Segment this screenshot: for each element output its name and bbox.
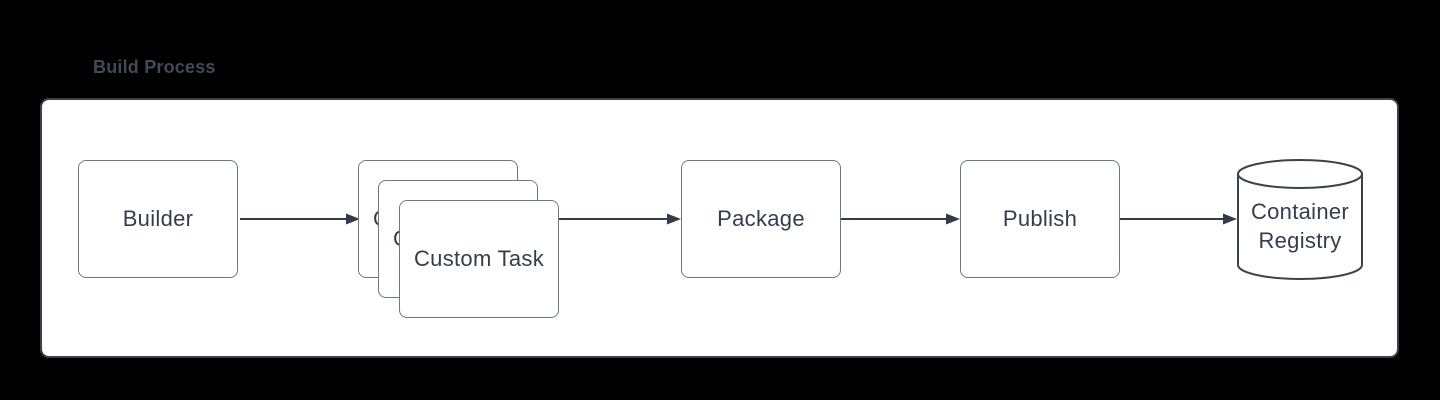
arrow-builder-to-custom-task[interactable]	[240, 213, 360, 225]
node-publish-label: Publish	[1002, 206, 1078, 231]
node-publish[interactable]: Publish	[960, 160, 1120, 278]
arrow-custom-task-to-package[interactable]	[559, 213, 681, 225]
node-package[interactable]: Package	[681, 160, 841, 278]
node-custom-task-label: Custom Task	[413, 246, 545, 271]
node-container-registry-label: Container Registry	[1250, 199, 1350, 253]
node-custom-task[interactable]: Custom Task	[399, 200, 559, 318]
node-package-label: Package	[717, 206, 805, 231]
node-container-registry[interactable]: Container Registry	[1236, 158, 1364, 282]
arrow-package-to-publish[interactable]	[841, 213, 960, 225]
diagram-title: Build Process	[93, 57, 216, 77]
cylinder-icon	[1237, 159, 1363, 280]
arrow-publish-to-container-registry[interactable]	[1120, 213, 1237, 225]
node-builder[interactable]: Builder	[78, 160, 238, 278]
node-builder-label: Builder	[122, 206, 194, 231]
